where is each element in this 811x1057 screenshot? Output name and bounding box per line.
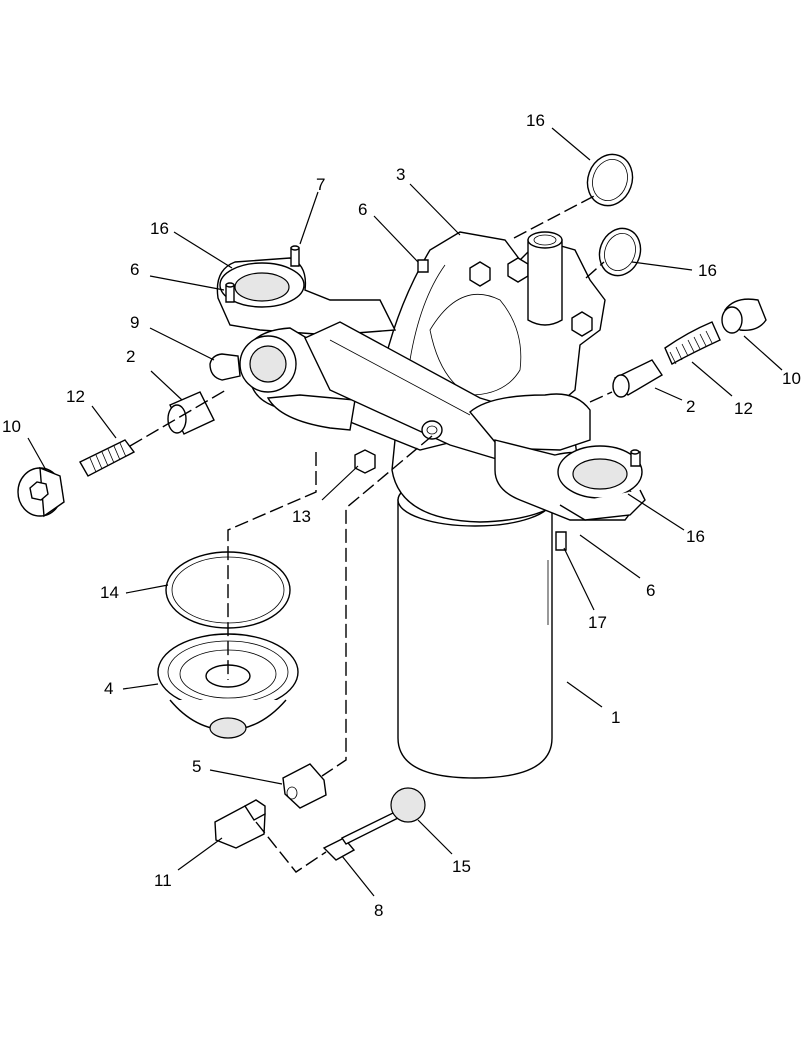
callout-10-left: 10: [2, 417, 21, 436]
callout-7: 7: [316, 175, 325, 194]
callout-14: 14: [100, 583, 119, 602]
gaskets: [586, 153, 642, 277]
callout-16-right: 16: [686, 527, 705, 546]
callout-16-left: 16: [150, 219, 169, 238]
callout-16-mid: 16: [698, 261, 717, 280]
right-valve-stack: [612, 298, 767, 398]
callout-16-top: 16: [526, 111, 545, 130]
callout-15: 15: [452, 857, 471, 876]
callout-6-right: 6: [646, 581, 655, 600]
small-fittings: [214, 763, 426, 861]
filter-base-housing: [209, 231, 646, 551]
left-valve-stack: [17, 391, 215, 518]
callout-12-left: 12: [66, 387, 85, 406]
callout-5: 5: [192, 757, 201, 776]
callout-3: 3: [396, 165, 405, 184]
callout-13: 13: [292, 507, 311, 526]
callout-10-right: 10: [782, 369, 801, 388]
callout-labels: 1 2 2 3 4 5 6 6 6 7 8 9 10 10 11 12 12 1…: [2, 111, 801, 920]
callout-8: 8: [374, 901, 383, 920]
callout-12-right: 12: [734, 399, 753, 418]
leader-lines: [27, 127, 783, 897]
callout-17: 17: [588, 613, 607, 632]
callout-9: 9: [130, 313, 139, 332]
assembly-lines: [129, 194, 613, 873]
callout-11: 11: [154, 871, 172, 890]
callout-2-left: 2: [126, 347, 135, 366]
callout-1: 1: [611, 708, 620, 727]
callout-2-right: 2: [686, 397, 695, 416]
callout-6-top: 6: [358, 200, 367, 219]
callout-6-left: 6: [130, 260, 139, 279]
callout-4: 4: [104, 679, 113, 698]
